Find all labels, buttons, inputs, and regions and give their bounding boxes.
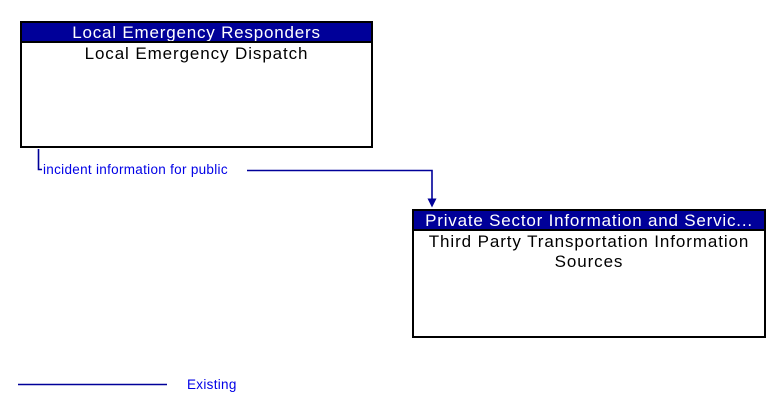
flow-line-stub: [37, 149, 42, 171]
legend-label-existing: Existing: [187, 377, 237, 392]
arrowhead-down-icon: [427, 198, 437, 208]
entity-group-header-local-emergency-responders[interactable]: Local Emergency Responders: [22, 23, 371, 43]
entity-box-local-emergency-dispatch[interactable]: Local Emergency Responders Local Emergen…: [20, 21, 373, 148]
entity-box-third-party-transportation-information-sources[interactable]: Private Sector Information and Servic...…: [412, 209, 766, 338]
flow-line-main: [247, 169, 433, 199]
entity-group-header-private-sector-information-and-services[interactable]: Private Sector Information and Servic...: [414, 211, 764, 231]
entity-name-local-emergency-dispatch: Local Emergency Dispatch: [84, 44, 309, 63]
entity-name-third-party-transportation-information-sources: Third Party Transportation Information S…: [428, 232, 750, 271]
flow-label-incident-information-for-public[interactable]: incident information for public: [43, 162, 228, 177]
